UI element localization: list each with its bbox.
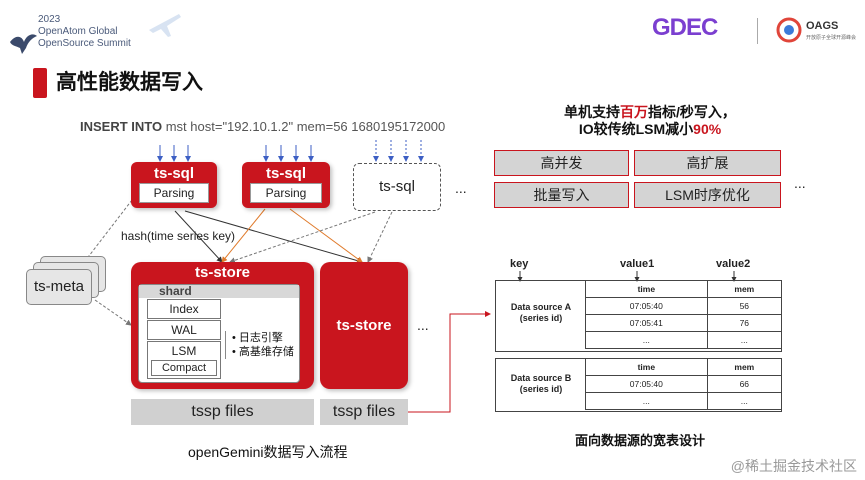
insert-statement: INSERT INTO mst host="192.10.1.2" mem=56… bbox=[80, 119, 446, 134]
ts-sql-node-2: ts-sql Parsing bbox=[242, 162, 330, 208]
feature-lsm-timeseries: LSM时序优化 bbox=[634, 182, 781, 208]
airplane-icon bbox=[145, 8, 185, 45]
oags-logo-text: OAGS bbox=[806, 20, 839, 32]
engine-features: • 日志引擎 • 高基维存储 bbox=[225, 331, 294, 359]
ts-meta-stack: ts-meta bbox=[26, 256, 106, 308]
ts-store-main: ts-store shard Index WAL LSM Compact • 日… bbox=[131, 262, 314, 389]
lsm-label: LSM bbox=[171, 344, 197, 358]
value2-header: value2 bbox=[716, 258, 751, 270]
bullet-high-cardinality: • 高基维存储 bbox=[232, 346, 294, 358]
ts-store-2: ts-store bbox=[320, 262, 408, 389]
wide-table-caption: 面向数据源的宽表设计 bbox=[575, 433, 706, 448]
bullet-log-engine: • 日志引擎 bbox=[232, 332, 283, 344]
feature-high-scalability: 高扩展 bbox=[634, 150, 781, 176]
value1-header: value1 bbox=[620, 258, 655, 270]
index-box: Index bbox=[147, 299, 221, 319]
wal-box: WAL bbox=[147, 320, 221, 340]
watermark: @稀土掘金技术社区 bbox=[730, 458, 857, 474]
performance-headline: 单机支持百万指标/秒写入， IO较传统LSM减小90% bbox=[564, 104, 736, 137]
ts-store-2-label: ts-store bbox=[336, 317, 392, 334]
logo-divider bbox=[757, 18, 758, 44]
features-more: ... bbox=[794, 175, 806, 191]
flow-caption: openGemini数据写入流程 bbox=[188, 444, 348, 460]
oags-logo-icon bbox=[776, 17, 802, 48]
shard-label: shard bbox=[139, 285, 299, 298]
ts-sql-more: ... bbox=[455, 180, 467, 196]
ts-sql-label: ts-sql bbox=[265, 165, 306, 182]
shard-panel: shard Index WAL LSM Compact • 日志引擎 • 高基维… bbox=[138, 284, 300, 383]
table-row: ...... bbox=[585, 392, 783, 410]
tssp-files-2: tssp files bbox=[320, 399, 408, 425]
lsm-box: LSM Compact bbox=[147, 341, 221, 379]
ts-store-label: ts-store bbox=[194, 264, 250, 281]
feature-batch-write: 批量写入 bbox=[494, 182, 629, 208]
event-name: 2023 OpenAtom Global OpenSource Summit bbox=[38, 14, 131, 49]
ts-sql-label: ts-sql bbox=[153, 165, 194, 182]
parsing-box: Parsing bbox=[139, 183, 209, 203]
ts-meta-node: ts-meta bbox=[26, 269, 92, 305]
key-header: key bbox=[510, 258, 529, 270]
ts-sql-node-3: ts-sql bbox=[353, 163, 441, 211]
tssp-files-1: tssp files bbox=[131, 399, 314, 425]
oags-logo-subtitle: 开放原子全球开源峰会 bbox=[806, 35, 857, 41]
hash-label: hash(time series key) bbox=[121, 229, 236, 243]
ts-store-more: ... bbox=[417, 317, 429, 333]
feature-high-concurrency: 高并发 bbox=[494, 150, 629, 176]
data-source-b-label: Data source B(series id) bbox=[510, 373, 572, 394]
parsing-box: Parsing bbox=[250, 183, 322, 203]
openatom-bird-icon bbox=[8, 30, 38, 61]
compact-box: Compact bbox=[151, 360, 217, 376]
title-accent-bar bbox=[33, 68, 47, 98]
slide-title: 高性能数据写入 bbox=[56, 71, 203, 94]
gdec-logo: GDEC bbox=[652, 14, 718, 41]
table-row: ...... bbox=[585, 331, 783, 349]
ts-sql-node-1: ts-sql Parsing bbox=[131, 162, 217, 208]
data-source-a-label: Data source A(series id) bbox=[510, 302, 572, 323]
